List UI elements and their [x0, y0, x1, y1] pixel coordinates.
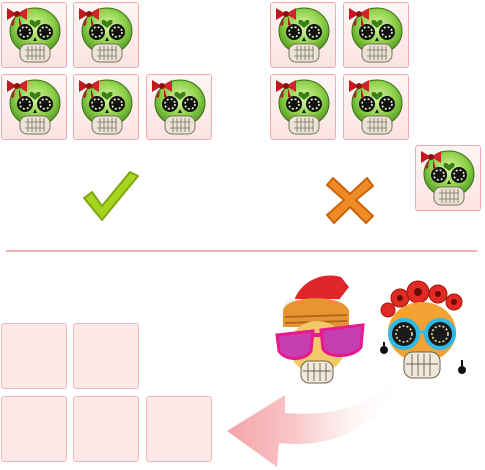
empty-grid-cell-r1c1: [1, 323, 67, 389]
green-sugar-skull-icon: [275, 7, 330, 63]
santa-hat-sunglasses-skull-icon: [275, 274, 365, 384]
grid-cell-invalid-r1c2: [343, 2, 409, 68]
green-sugar-skull-icon: [420, 150, 475, 206]
grid-cell-valid-r2c3: [146, 74, 212, 140]
orange-cross-icon: [326, 177, 374, 224]
empty-grid-cell-r2c3: [146, 396, 212, 462]
green-sugar-skull-icon: [78, 79, 133, 135]
curved-arrow-icon: [227, 373, 401, 467]
grid-cell-valid-r2c2: [73, 74, 139, 140]
green-sugar-skull-icon: [348, 7, 403, 63]
green-sugar-skull-icon: [6, 7, 61, 63]
empty-grid-cell-r1c2: [73, 323, 139, 389]
green-sugar-skull-icon: [275, 79, 330, 135]
empty-grid-cell-r2c1: [1, 396, 67, 462]
green-sugar-skull-icon: [348, 79, 403, 135]
empty-grid-cell-r2c2: [73, 396, 139, 462]
green-checkmark-icon: [83, 171, 139, 221]
green-sugar-skull-icon: [78, 7, 133, 63]
grid-cell-invalid-r2c1: [270, 74, 336, 140]
grid-cell-invalid-r2c2: [343, 74, 409, 140]
green-sugar-skull-icon: [151, 79, 206, 135]
grid-cell-valid-r1c1: [1, 2, 67, 68]
flower-crown-glasses-skull-icon: [380, 280, 466, 379]
grid-cell-valid-r2c1: [1, 74, 67, 140]
section-divider: [6, 250, 477, 252]
grid-cell-invalid-r3c3: [415, 145, 481, 211]
green-sugar-skull-icon: [6, 79, 61, 135]
grid-cell-invalid-r1c1: [270, 2, 336, 68]
grid-cell-valid-r1c2: [73, 2, 139, 68]
